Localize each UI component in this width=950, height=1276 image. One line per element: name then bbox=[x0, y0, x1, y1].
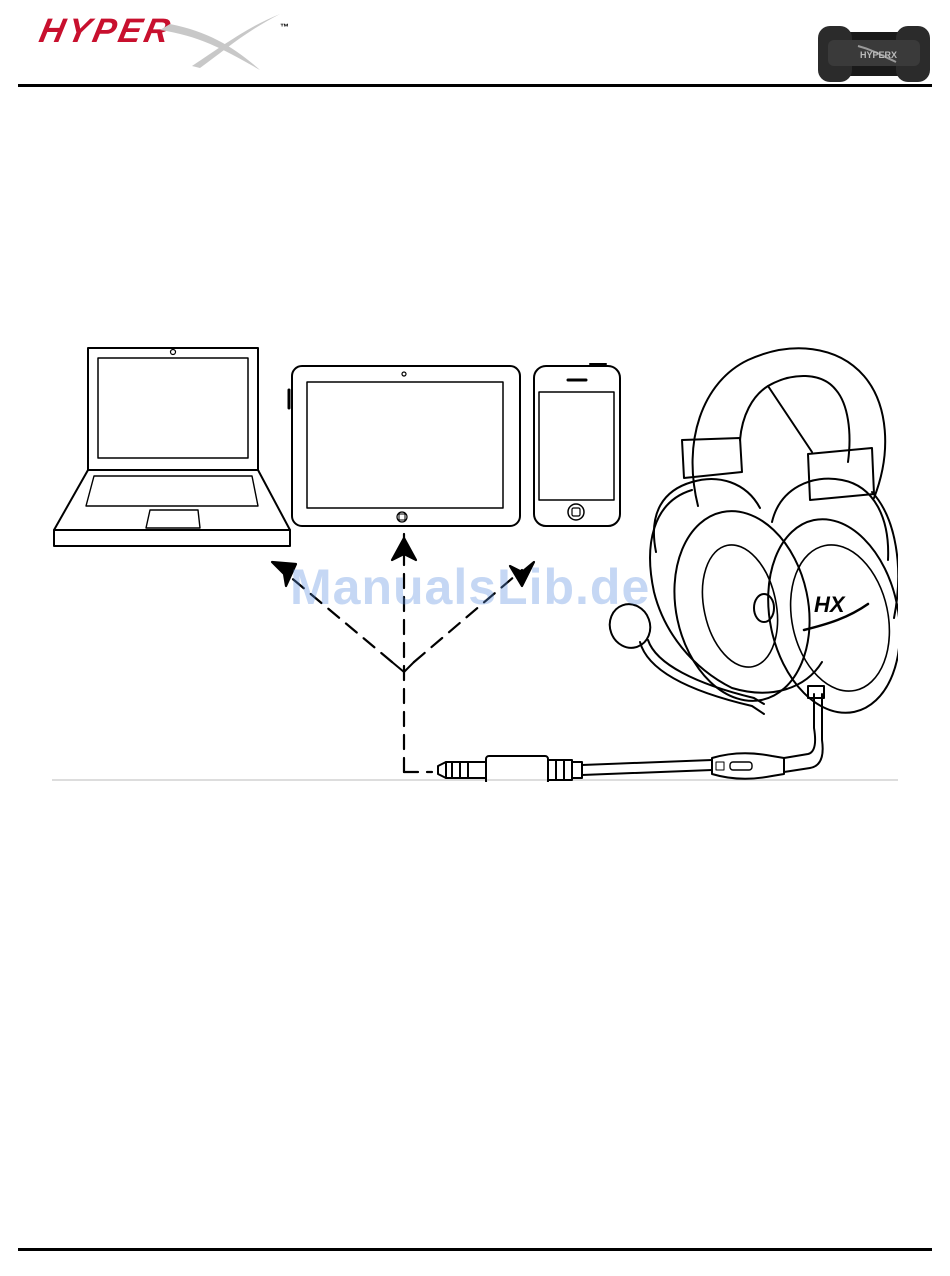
hyperx-logo: HYPER ™ bbox=[40, 10, 260, 72]
trademark-symbol: ™ bbox=[280, 22, 289, 32]
footer-rule bbox=[18, 1248, 932, 1251]
page-header: HYPER ™ HYPERX bbox=[0, 0, 950, 90]
inline-volume-control-icon bbox=[712, 694, 823, 779]
laptop-icon bbox=[54, 348, 290, 546]
audio-plug-icon bbox=[438, 756, 712, 782]
headset-photo-icon: HYPERX bbox=[818, 22, 930, 84]
smartphone-icon bbox=[534, 364, 620, 526]
headset-hx-logo: HX bbox=[814, 592, 846, 617]
watermark: ManualsLib.de bbox=[290, 558, 650, 616]
headset-band-logo: HYPERX bbox=[860, 50, 897, 60]
logo-x-swoosh-icon bbox=[140, 10, 290, 72]
header-rule bbox=[18, 84, 932, 87]
headset-icon: HX bbox=[604, 348, 898, 725]
tablet-icon bbox=[289, 366, 520, 526]
